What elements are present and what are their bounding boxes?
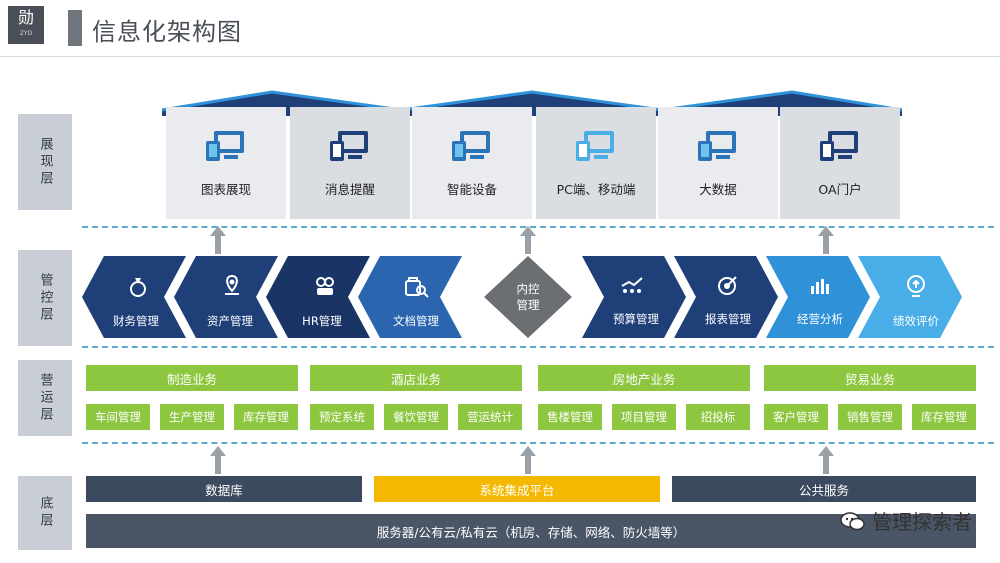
separator-line bbox=[82, 442, 994, 444]
control-label-reports: 报表管理 bbox=[705, 312, 751, 326]
operation-item: 售楼管理 bbox=[538, 404, 602, 430]
presentation-card-charts: 图表展现 bbox=[166, 107, 286, 219]
logo-char: 勋 bbox=[17, 8, 34, 27]
presentation-label: 消息提醒 bbox=[324, 182, 375, 197]
page-title: 信息化架构图 bbox=[92, 18, 242, 46]
operation-item: 营运统计 bbox=[458, 404, 522, 430]
base-public-services: 公共服务 bbox=[672, 476, 976, 502]
operation-title-hotel: 酒店业务 bbox=[310, 365, 522, 391]
watermark: 管理探索者 bbox=[840, 506, 972, 535]
presentation-card-smart-devices: 智能设备 bbox=[412, 107, 532, 219]
control-label-assets: 资产管理 bbox=[207, 314, 253, 328]
operation-item: 库存管理 bbox=[912, 404, 976, 430]
location-pin-icon bbox=[225, 275, 239, 295]
up-arrow-icon bbox=[210, 226, 226, 254]
operation-item: 招投标 bbox=[686, 404, 750, 430]
layer-label-base: 底层 bbox=[18, 476, 72, 550]
control-label-analysis: 经营分析 bbox=[797, 312, 843, 326]
operation-item: 生产管理 bbox=[160, 404, 224, 430]
operation-item: 预定系统 bbox=[310, 404, 374, 430]
logo-sub: ZYD bbox=[19, 30, 33, 37]
team-gear-icon bbox=[316, 277, 334, 295]
performance-head-icon bbox=[907, 275, 925, 297]
presentation-label: 图表展现 bbox=[200, 182, 251, 197]
control-label-hr: HR管理 bbox=[302, 314, 342, 328]
layer-label-control: 管控层 bbox=[18, 250, 72, 346]
presentation-card-pc-mobile: PC端、移动端 bbox=[536, 107, 656, 219]
control-label-finance: 财务管理 bbox=[113, 314, 159, 328]
operation-item: 库存管理 bbox=[234, 404, 298, 430]
operation-item: 车间管理 bbox=[86, 404, 150, 430]
layer-label-operation: 营运层 bbox=[18, 360, 72, 436]
device-icon bbox=[696, 129, 740, 167]
operation-item: 客户管理 bbox=[764, 404, 828, 430]
presentation-label: PC端、移动端 bbox=[556, 182, 636, 197]
device-icon bbox=[450, 129, 494, 167]
device-icon bbox=[204, 129, 248, 167]
device-icon bbox=[574, 129, 618, 167]
separator-line bbox=[82, 226, 994, 228]
document-search-icon bbox=[405, 277, 429, 298]
device-icon bbox=[328, 129, 372, 167]
layer-label-presentation: 展现层 bbox=[18, 114, 72, 210]
operation-item: 项目管理 bbox=[612, 404, 676, 430]
device-icon bbox=[818, 129, 862, 167]
presentation-label: 大数据 bbox=[699, 182, 737, 197]
wechat-icon bbox=[840, 511, 865, 530]
bar-chart-icon bbox=[811, 279, 829, 294]
base-database: 数据库 bbox=[86, 476, 362, 502]
operation-title-real-estate: 房地产业务 bbox=[538, 365, 750, 391]
base-integration-platform: 系统集成平台 bbox=[374, 476, 660, 502]
operation-title-manufacturing: 制造业务 bbox=[86, 365, 298, 391]
growth-people-icon bbox=[621, 277, 643, 293]
header-divider bbox=[0, 56, 1000, 57]
up-arrow-icon bbox=[818, 446, 834, 474]
operation-item: 销售管理 bbox=[838, 404, 902, 430]
up-arrow-icon bbox=[210, 446, 226, 474]
presentation-label: 智能设备 bbox=[446, 182, 497, 197]
up-arrow-icon bbox=[520, 446, 536, 474]
control-label-performance: 绩效评价 bbox=[893, 314, 939, 328]
title-accent-bar bbox=[68, 10, 82, 46]
control-chevrons bbox=[82, 256, 962, 338]
up-arrow-icon bbox=[520, 226, 536, 254]
up-arrow-icon bbox=[818, 226, 834, 254]
base-servers: 服务器/公有云/私有云（机房、存储、网络、防火墙等） bbox=[86, 514, 976, 548]
operation-title-trade: 贸易业务 bbox=[764, 365, 976, 391]
operation-item: 餐饮管理 bbox=[384, 404, 448, 430]
control-label-internal-control: 内控 管理 bbox=[516, 282, 540, 312]
presentation-card-big-data: 大数据 bbox=[658, 107, 778, 219]
watermark-text: 管理探索者 bbox=[872, 510, 972, 534]
logo: 勋 ZYD bbox=[8, 6, 44, 44]
money-bag-icon bbox=[130, 278, 146, 297]
target-icon bbox=[718, 276, 737, 295]
control-label-budget: 预算管理 bbox=[613, 312, 659, 326]
control-label-documents: 文档管理 bbox=[393, 314, 439, 328]
presentation-card-messages: 消息提醒 bbox=[290, 107, 410, 219]
presentation-card-oa-portal: OA门户 bbox=[780, 107, 900, 219]
presentation-label: OA门户 bbox=[818, 182, 862, 197]
separator-line bbox=[82, 346, 994, 348]
